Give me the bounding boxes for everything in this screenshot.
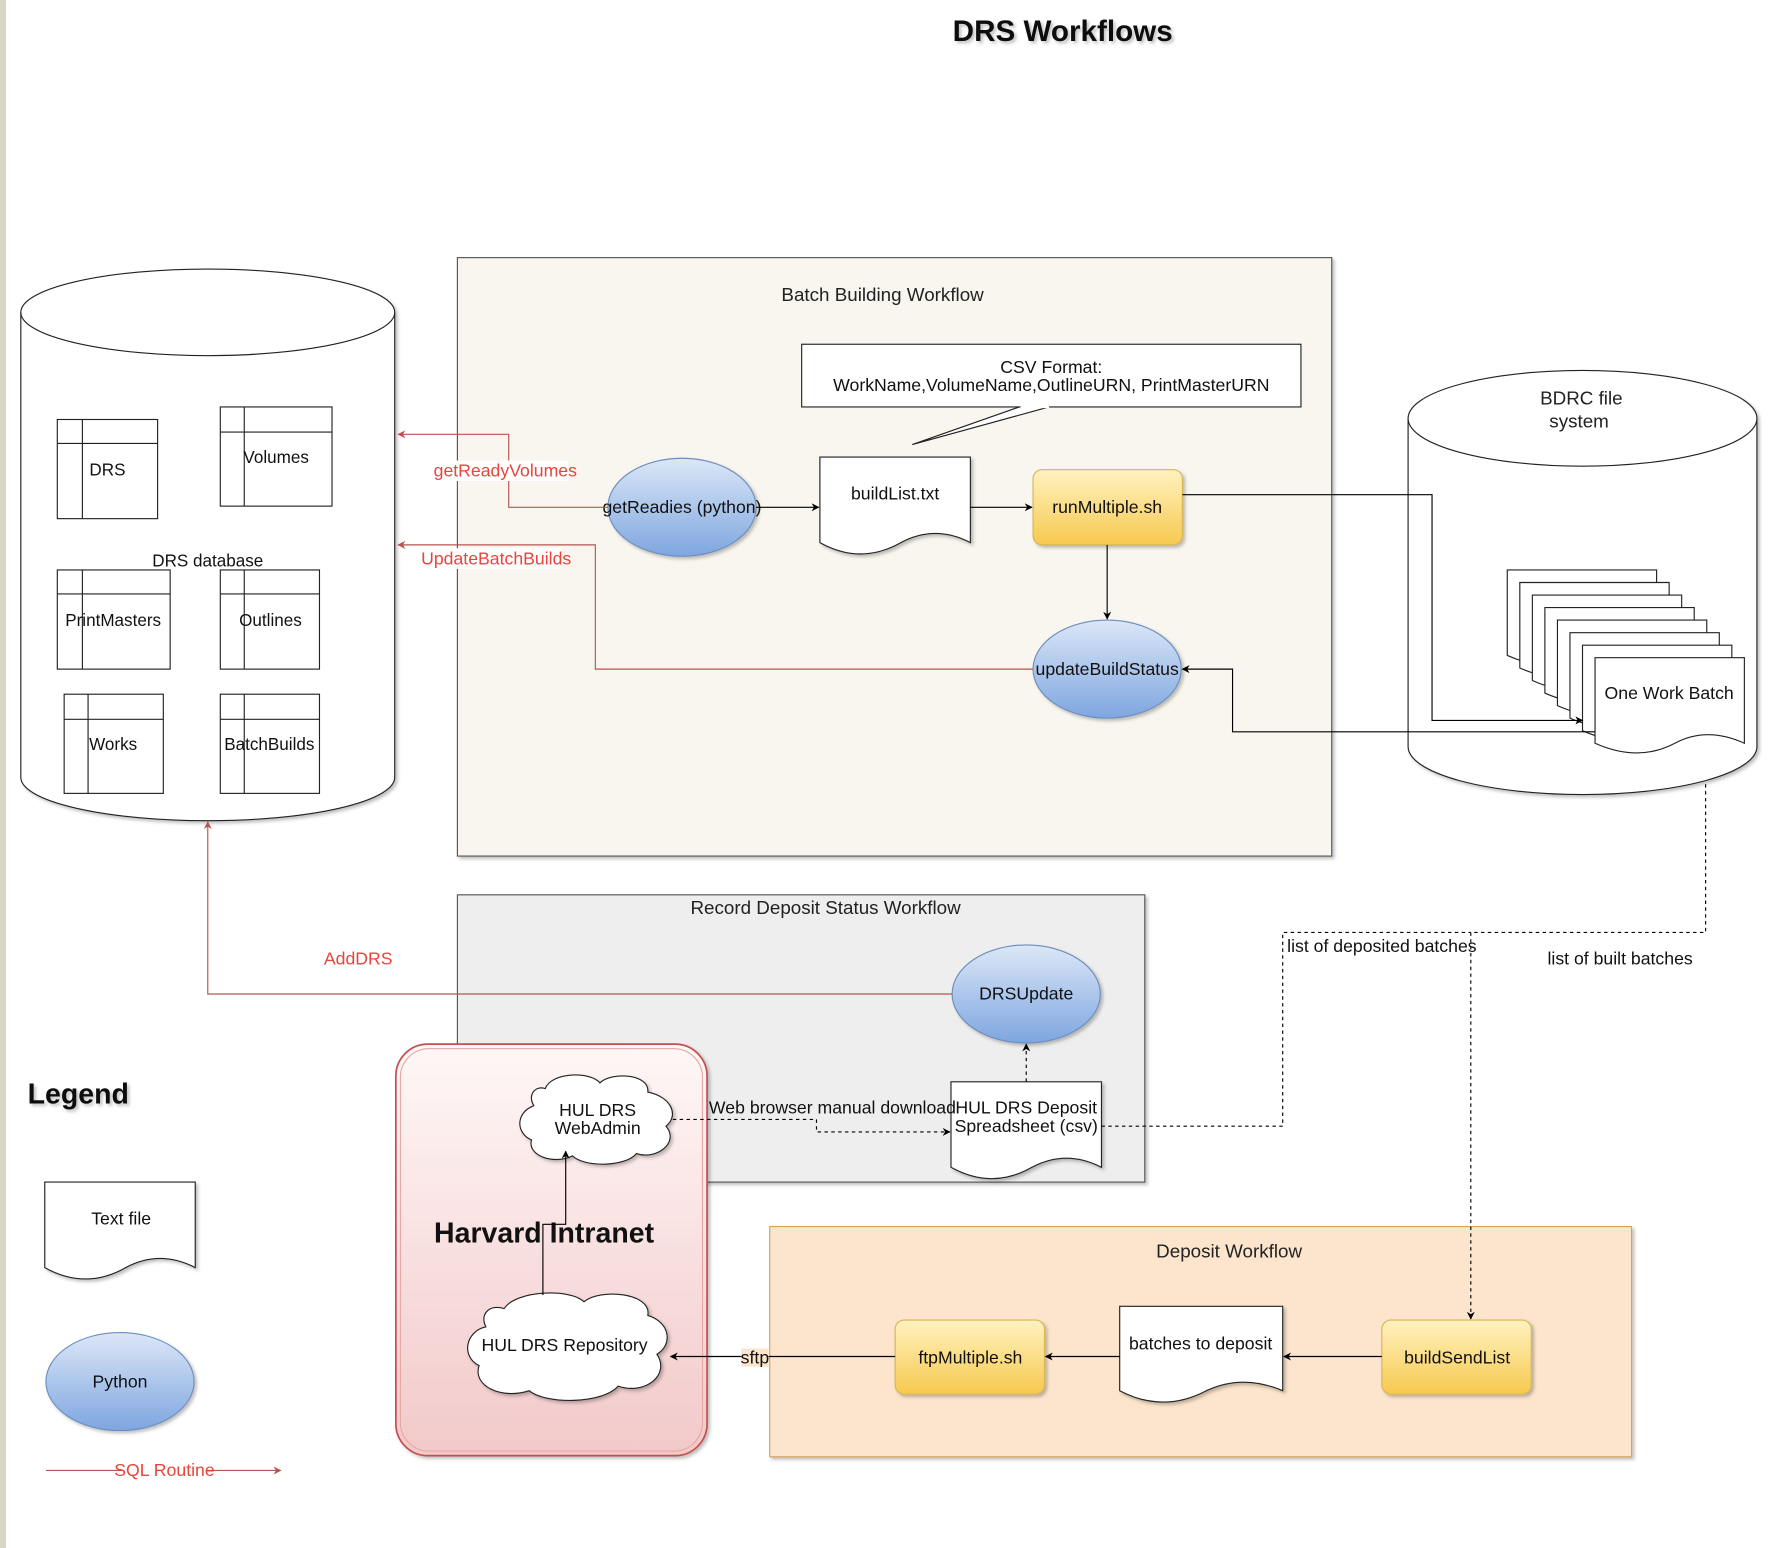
bdrc-file-system-label: BDRC file xyxy=(1540,388,1623,409)
deposit-workflow-title: Deposit Workflow xyxy=(1156,1240,1302,1261)
svg-text:DRSUpdate: DRSUpdate xyxy=(979,984,1073,1004)
edge-webadmin-spreadsheet xyxy=(672,1118,951,1136)
csv-format-note: CSV Format: WorkName,VolumeName,OutlineU… xyxy=(801,343,1302,446)
svg-text:Python: Python xyxy=(93,1371,148,1391)
edge-add-drs xyxy=(203,821,953,995)
label-update-batch-builds: UpdateBatchBuilds xyxy=(421,548,571,568)
hul-drs-repository-cloud[interactable]: HUL DRS Repository xyxy=(467,1292,668,1402)
table-outlines: Outlines xyxy=(219,569,321,670)
edge-list-built xyxy=(1466,784,1707,1320)
table-printmasters: PrintMasters xyxy=(56,569,171,670)
svg-text:Spreadsheet (csv): Spreadsheet (csv) xyxy=(955,1116,1098,1136)
window-edge xyxy=(0,0,6,1548)
label-add-drs: AddDRS xyxy=(324,948,393,968)
drs-database-label: DRS database xyxy=(152,552,263,571)
legend-sql-routine: SQL Routine xyxy=(45,1460,282,1480)
svg-text:Works: Works xyxy=(89,735,137,754)
label-list-built: list of built batches xyxy=(1547,948,1692,968)
svg-text:PrintMasters: PrintMasters xyxy=(65,611,161,630)
table-drs: DRS xyxy=(56,418,159,520)
one-work-batch-label: One Work Batch xyxy=(1605,683,1734,703)
svg-text:WebAdmin: WebAdmin xyxy=(555,1118,641,1138)
runmultiple-sh-node[interactable]: runMultiple.sh xyxy=(1032,469,1183,546)
svg-text:BatchBuilds: BatchBuilds xyxy=(224,735,314,754)
svg-text:WorkName,VolumeName,OutlineURN: WorkName,VolumeName,OutlineURN, PrintMas… xyxy=(833,375,1269,395)
table-volumes: Volumes xyxy=(219,406,333,507)
edge-batches-updatebuildstatus xyxy=(1181,665,1596,733)
svg-text:CSV Format:: CSV Format: xyxy=(1000,357,1102,377)
legend-python: Python xyxy=(45,1331,195,1432)
svg-text:HUL DRS Deposit: HUL DRS Deposit xyxy=(955,1098,1097,1118)
edge-update-batch-builds xyxy=(397,540,1034,670)
svg-text:HUL DRS: HUL DRS xyxy=(559,1100,636,1120)
svg-text:updateBuildStatus: updateBuildStatus xyxy=(1035,659,1178,679)
diagram-title: DRS Workflows xyxy=(953,15,1173,48)
svg-text:Outlines: Outlines xyxy=(239,611,302,630)
svg-text:buildList.txt: buildList.txt xyxy=(851,483,939,503)
legend-title: Legend xyxy=(28,1078,129,1110)
buildsendlist-sh-node[interactable]: buildSendList xyxy=(1381,1319,1532,1395)
label-web-browser-download: Web browser manual download xyxy=(709,1098,956,1118)
svg-text:HUL DRS Repository: HUL DRS Repository xyxy=(481,1335,647,1355)
legend-text-file: Text file xyxy=(44,1181,196,1280)
svg-text:Volumes: Volumes xyxy=(243,448,309,467)
label-get-ready-volumes: getReadyVolumes xyxy=(434,460,577,480)
updatebuildstatus-python-node[interactable]: updateBuildStatus xyxy=(1032,619,1182,719)
batch-building-title: Batch Building Workflow xyxy=(781,284,984,305)
buildlist-text-file[interactable]: buildList.txt xyxy=(819,456,971,555)
svg-text:runMultiple.sh: runMultiple.sh xyxy=(1052,497,1162,517)
label-list-deposited: list of deposited batches xyxy=(1287,936,1477,956)
ftpmultiple-sh-node[interactable]: ftpMultiple.sh xyxy=(894,1319,1046,1395)
svg-text:batches to deposit: batches to deposit xyxy=(1129,1334,1272,1354)
table-works: Works xyxy=(63,693,164,794)
hul-drs-deposit-spreadsheet[interactable]: HUL DRS Deposit Spreadsheet (csv) xyxy=(950,1081,1103,1180)
work-batch-stack xyxy=(1506,569,1745,754)
svg-text:SQL Routine: SQL Routine xyxy=(114,1460,215,1480)
drsupdate-python-node[interactable]: DRSUpdate xyxy=(951,944,1101,1044)
edge-repository-webadmin xyxy=(542,1150,570,1295)
svg-text:ftpMultiple.sh: ftpMultiple.sh xyxy=(918,1347,1022,1367)
hul-drs-webadmin-cloud[interactable]: HUL DRS WebAdmin xyxy=(519,1074,673,1165)
table-batchbuilds: BatchBuilds xyxy=(219,693,321,794)
getreadies-python-node[interactable]: getReadies (python) xyxy=(602,457,761,557)
edge-list-deposited xyxy=(1101,931,1471,1127)
batches-to-deposit-file[interactable]: batches to deposit xyxy=(1119,1305,1284,1403)
harvard-intranet-title: Harvard Intranet xyxy=(434,1218,655,1250)
edge-runmultiple-batches xyxy=(1182,494,1584,725)
label-sftp: sftp xyxy=(741,1347,770,1367)
svg-text:DRS: DRS xyxy=(89,460,125,479)
svg-text:Text file: Text file xyxy=(91,1208,151,1228)
svg-text:getReadies (python): getReadies (python) xyxy=(602,497,761,517)
bdrc-file-system-label-2: system xyxy=(1549,410,1609,431)
svg-text:buildSendList: buildSendList xyxy=(1404,1347,1510,1367)
record-deposit-title: Record Deposit Status Workflow xyxy=(690,897,961,918)
